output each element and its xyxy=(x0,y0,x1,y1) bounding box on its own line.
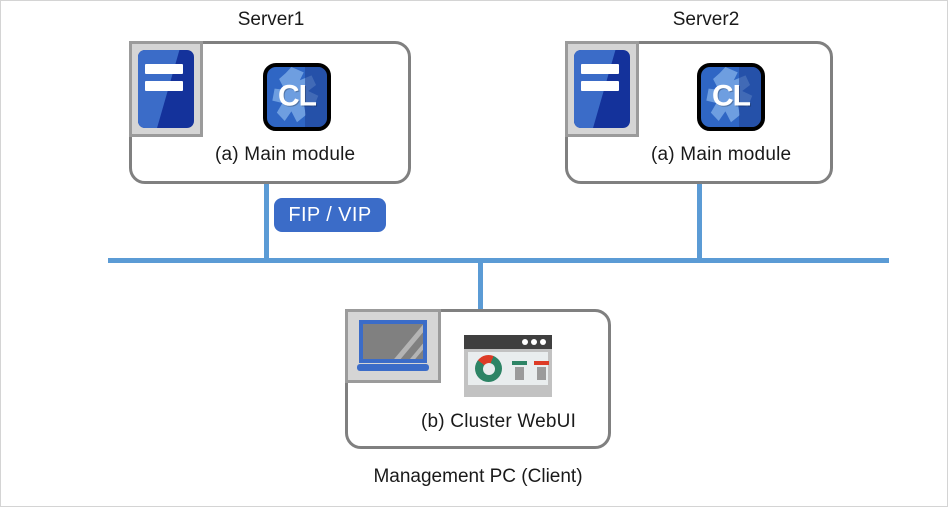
browser-titlebar xyxy=(464,335,552,349)
laptop-icon xyxy=(345,309,441,383)
laptop-screen-glare xyxy=(388,324,423,359)
management-pc-caption: Management PC (Client) xyxy=(373,466,583,487)
browser-dot-1 xyxy=(522,339,528,345)
server-icon-bar-bottom xyxy=(581,81,620,92)
client-network-connector xyxy=(478,258,483,310)
cl-icon-label: CL xyxy=(712,79,751,113)
donut-chart-icon xyxy=(475,355,502,382)
browser-webui-icon xyxy=(464,335,552,397)
server1-network-connector xyxy=(264,184,269,262)
server2-network-connector xyxy=(697,184,702,262)
bar-glyph-stem xyxy=(537,367,546,380)
bar-glyph-green xyxy=(512,361,527,380)
fip-vip-badge: FIP / VIP xyxy=(274,198,386,232)
server-icon-body xyxy=(574,50,630,128)
laptop-base xyxy=(357,364,429,371)
bar-glyph-cap xyxy=(534,361,549,365)
browser-dot-3 xyxy=(540,339,546,345)
browser-content xyxy=(468,352,549,385)
server-icon-bar-bottom xyxy=(145,81,184,92)
server2-title: Server2 xyxy=(672,9,740,30)
server-icon-bar-top xyxy=(581,64,620,75)
server1-machine-icon xyxy=(129,41,203,137)
cluster-webui-label: (b) Cluster WebUI xyxy=(421,411,577,432)
cl-icon-label: CL xyxy=(278,79,317,113)
server1-title: Server1 xyxy=(237,9,305,30)
server2-machine-icon xyxy=(565,41,639,137)
server1-cl-icon: CL xyxy=(263,63,331,131)
laptop-screen xyxy=(359,320,427,363)
server-icon-bar-top xyxy=(145,64,184,75)
bar-glyph-cap xyxy=(512,361,527,365)
bar-glyph-stem xyxy=(515,367,524,380)
server2-module-label: (a) Main module xyxy=(651,144,792,165)
bar-glyph-red xyxy=(534,361,549,380)
server-icon-body xyxy=(138,50,194,128)
cl-icon-dark-patch xyxy=(305,67,327,127)
interconnect-bus xyxy=(108,258,889,263)
server2-cl-icon: CL xyxy=(697,63,765,131)
server1-module-label: (a) Main module xyxy=(215,144,356,165)
cl-icon-dark-patch xyxy=(739,67,761,127)
browser-dot-2 xyxy=(531,339,537,345)
